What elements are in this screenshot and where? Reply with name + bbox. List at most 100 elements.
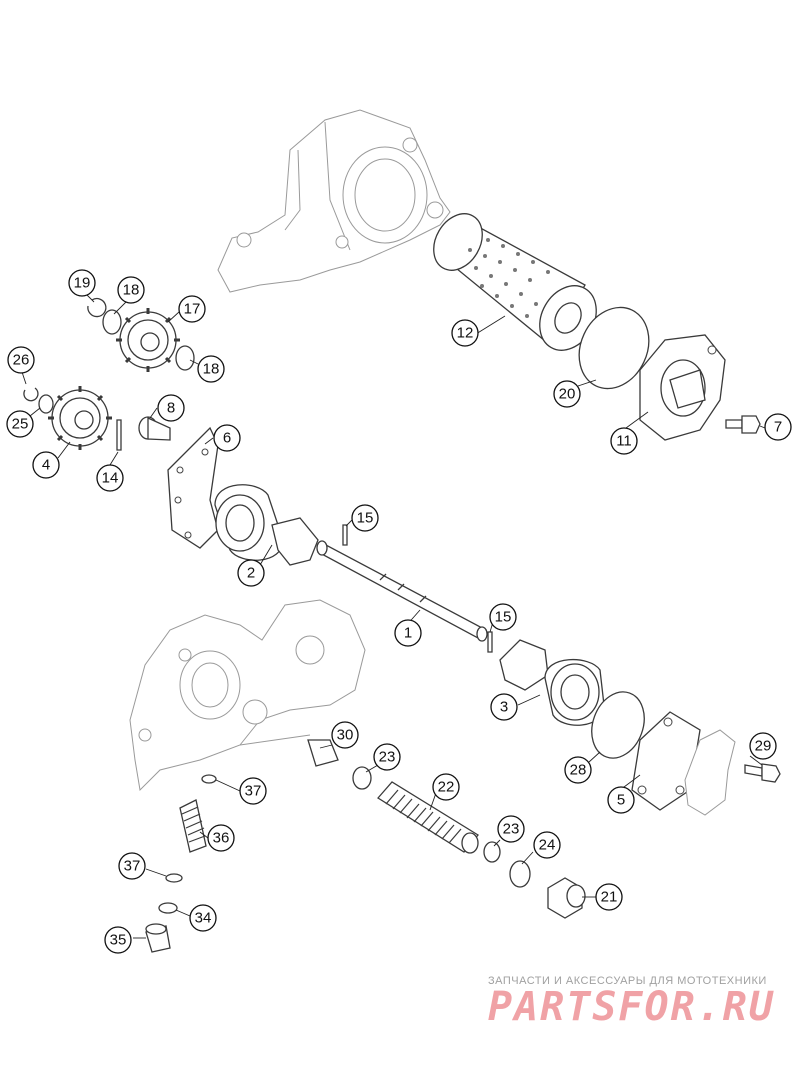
callout-23-upper: 23	[373, 743, 401, 771]
watermark-logo: PARTSFOR.RU	[488, 984, 775, 1030]
callout-17: 17	[178, 295, 206, 323]
svg-text:1: 1	[404, 625, 412, 642]
crankcase-lower-illustration	[129, 599, 366, 792]
watermark-tagline: ЗАПЧАСТИ И АКСЕССУАРЫ ДЛЯ МОТОТЕХНИКИ	[488, 975, 767, 987]
svg-text:25: 25	[12, 416, 29, 433]
svg-text:3: 3	[500, 699, 508, 716]
svg-text:24: 24	[539, 837, 556, 854]
svg-text:11: 11	[616, 433, 632, 450]
callout-23-lower: 23	[497, 815, 525, 843]
bracket-illustration	[684, 729, 736, 816]
leader-lines	[21, 289, 766, 939]
svg-text:30: 30	[337, 727, 354, 744]
svg-text:37: 37	[124, 858, 141, 875]
callout-14: 14	[96, 464, 124, 492]
o-ring-24	[509, 860, 531, 888]
svg-text:8: 8	[167, 400, 175, 417]
svg-text:28: 28	[570, 762, 587, 779]
svg-text:20: 20	[559, 386, 576, 403]
gear-17-illustration	[116, 308, 180, 372]
o-ring-23-b	[483, 841, 501, 863]
callout-26: 26	[7, 346, 35, 374]
svg-text:7: 7	[774, 419, 782, 436]
cover-5-illustration	[631, 711, 701, 811]
callout-30: 30	[331, 721, 359, 749]
plate-6-illustration	[167, 426, 219, 549]
svg-text:29: 29	[755, 738, 772, 755]
pin-14	[116, 419, 122, 451]
svg-text:36: 36	[213, 830, 230, 847]
shaft-1-illustration	[316, 540, 488, 642]
oil-filter-illustration	[433, 213, 597, 351]
svg-text:23: 23	[379, 749, 396, 766]
callout-18-upper: 18	[117, 276, 145, 304]
callout-4: 4	[32, 451, 60, 479]
callout-25: 25	[6, 410, 34, 438]
callout-35: 35	[104, 926, 132, 954]
bolt-29-illustration	[744, 763, 781, 783]
svg-text:5: 5	[617, 792, 625, 809]
callout-18-lower: 18	[197, 355, 225, 383]
filter-cover-illustration	[639, 334, 726, 441]
o-ring-23-a	[352, 766, 372, 790]
callout-15-lower: 15	[489, 603, 517, 631]
svg-text:6: 6	[223, 430, 231, 447]
svg-text:22: 22	[438, 779, 455, 796]
gear-4-illustration	[48, 386, 112, 450]
crankcase-upper-illustration	[217, 109, 451, 293]
callout-12: 12	[451, 319, 479, 347]
o-ring-37-a	[201, 774, 217, 784]
svg-text:15: 15	[495, 609, 512, 626]
callout-3: 3	[490, 693, 518, 721]
svg-text:14: 14	[102, 470, 119, 487]
svg-text:4: 4	[42, 457, 50, 474]
callout-24: 24	[533, 831, 561, 859]
callout-8: 8	[157, 394, 185, 422]
washer-25	[38, 394, 54, 414]
circlip-19	[87, 297, 107, 318]
svg-text:26: 26	[13, 352, 30, 369]
plug-21-illustration	[547, 877, 586, 919]
circlip-26	[23, 387, 39, 402]
callout-5: 5	[607, 786, 635, 814]
svg-text:18: 18	[123, 282, 140, 299]
callout-20: 20	[553, 380, 581, 408]
o-ring-28	[591, 691, 645, 759]
valve-30	[307, 739, 339, 767]
svg-text:15: 15	[357, 510, 374, 527]
callout-2: 2	[237, 559, 265, 587]
o-ring-20	[578, 306, 650, 390]
callout-15-upper: 15	[351, 504, 379, 532]
callout-7: 7	[764, 413, 792, 441]
callout-37-lower: 37	[118, 852, 146, 880]
pin-15-a	[342, 524, 348, 546]
callout-11: 11	[610, 427, 638, 455]
svg-text:18: 18	[203, 361, 220, 378]
callout-37-upper: 37	[239, 777, 267, 805]
rotor-2-illustration	[214, 484, 319, 566]
washer-18-a	[102, 309, 122, 335]
bolt-7-illustration	[725, 415, 761, 434]
callout-22: 22	[432, 773, 460, 801]
svg-text:19: 19	[74, 275, 91, 292]
svg-text:17: 17	[184, 301, 201, 318]
svg-text:35: 35	[110, 932, 127, 949]
spring-36-illustration	[179, 799, 207, 853]
svg-text:2: 2	[247, 565, 255, 582]
bolt-8-illustration	[138, 416, 171, 441]
callout-28: 28	[564, 756, 592, 784]
svg-text:21: 21	[601, 889, 618, 906]
o-ring-34	[158, 902, 178, 914]
plug-35-illustration	[145, 923, 171, 953]
callout-19: 19	[68, 269, 96, 297]
svg-text:23: 23	[503, 821, 520, 838]
oil-pump-shaft-22-illustration	[377, 781, 479, 854]
rotor-3-illustration	[499, 639, 605, 726]
callout-34: 34	[189, 904, 217, 932]
callout-29: 29	[749, 732, 777, 760]
svg-text:34: 34	[195, 910, 212, 927]
callout-6: 6	[213, 424, 241, 452]
callout-1: 1	[394, 619, 422, 647]
